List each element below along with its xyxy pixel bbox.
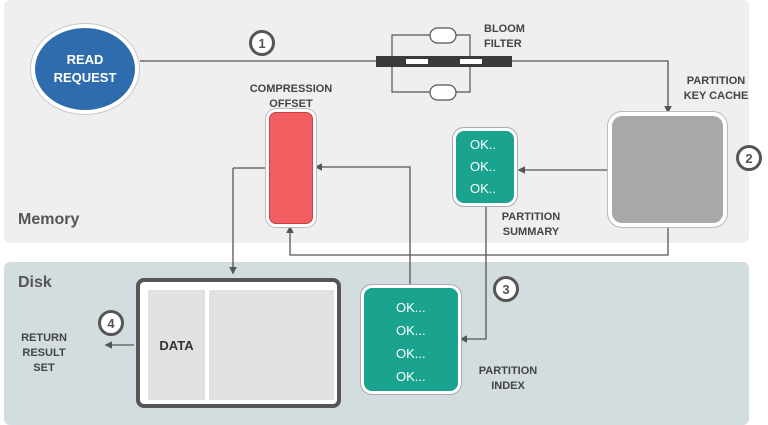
index-entry: OK... xyxy=(396,323,426,338)
memory-zone-label: Memory xyxy=(18,211,80,228)
summary-entry: OK.. xyxy=(470,137,497,152)
partition-index-box: OK... OK... OK... OK... xyxy=(364,288,458,391)
step-3-badge: 3 xyxy=(493,276,519,302)
partition-summary-box: OK.. OK.. OK.. xyxy=(456,131,514,203)
compression-offset-box xyxy=(269,112,313,224)
arrow-key-cache-to-compression xyxy=(286,225,669,256)
read-request-node: READ REQUEST xyxy=(31,24,139,114)
arrow-bloom-to-key-cache xyxy=(512,60,672,114)
index-entry: OK... xyxy=(396,346,426,361)
arrow-summary-to-index xyxy=(459,207,487,343)
summary-entry: OK.. xyxy=(470,181,497,196)
return-result-set-label: RETURN RESULT SET xyxy=(21,332,67,374)
summary-entry: OK.. xyxy=(470,159,497,174)
data-grid xyxy=(209,290,334,400)
compression-offset-label: COMPRESSION OFFSET xyxy=(249,83,333,110)
partition-summary-label: PARTITION SUMMARY xyxy=(501,211,561,238)
disk-zone-label: Disk xyxy=(18,274,52,291)
partition-key-cache-box xyxy=(612,116,723,223)
index-entry: OK... xyxy=(396,369,426,384)
bloom-filter-glyph xyxy=(376,27,512,101)
data-file-box: DATA xyxy=(136,278,341,408)
read-request-line1: READ xyxy=(66,52,104,67)
arrow-index-to-compression xyxy=(314,163,411,285)
step-4-badge: 4 xyxy=(98,310,124,336)
read-request-line2: REQUEST xyxy=(53,70,117,85)
bloom-filter-label: BLOOM FILTER xyxy=(484,23,525,50)
step-1-badge: 1 xyxy=(249,30,275,56)
index-entry: OK... xyxy=(396,300,426,315)
step-2-badge: 2 xyxy=(736,145,762,171)
partition-key-cache-label: PARTITION KEY CACHE xyxy=(683,75,749,102)
partition-index-label: PARTITION INDEX xyxy=(478,365,538,392)
data-label: DATA xyxy=(148,290,205,400)
